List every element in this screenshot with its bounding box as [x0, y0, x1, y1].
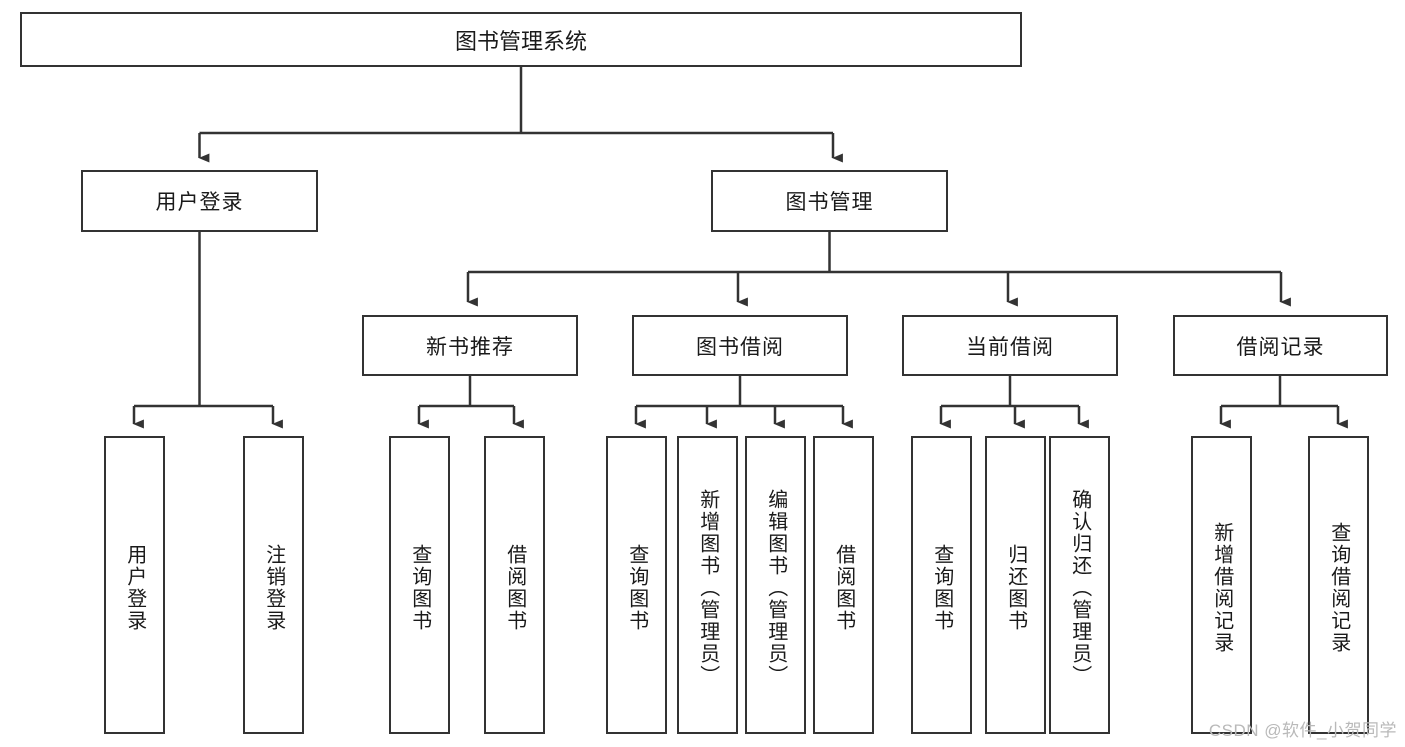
node-leaf-query-book-3-label: 查询图书 [930, 544, 953, 632]
node-leaf-edit-book-label: 编辑图书（管理员） [764, 489, 787, 687]
node-leaf-confirm-return[interactable]: 确认归还（管理员） [1049, 436, 1110, 734]
node-leaf-add-record-label: 新增借阅记录 [1210, 522, 1233, 654]
node-leaf-borrow-book-1[interactable]: 借阅图书 [484, 436, 545, 734]
node-leaf-edit-book[interactable]: 编辑图书（管理员） [745, 436, 806, 734]
node-leaf-query-record-label: 查询借阅记录 [1327, 522, 1350, 654]
node-leaf-borrow-book-2-label: 借阅图书 [832, 544, 855, 632]
node-current-borrow[interactable]: 当前借阅 [902, 315, 1118, 376]
node-root-label: 图书管理系统 [454, 28, 587, 54]
node-leaf-confirm-return-label: 确认归还（管理员） [1068, 489, 1091, 687]
node-leaf-borrow-book-2[interactable]: 借阅图书 [813, 436, 874, 734]
node-user-login[interactable]: 用户登录 [81, 170, 318, 232]
node-leaf-borrow-book-1-label: 借阅图书 [503, 544, 526, 632]
node-leaf-user-login-label: 用户登录 [123, 544, 146, 632]
node-book-borrow-label: 图书借阅 [696, 335, 784, 359]
node-leaf-query-record[interactable]: 查询借阅记录 [1308, 436, 1369, 734]
node-user-login-label: 用户登录 [155, 191, 244, 214]
node-book-borrow[interactable]: 图书借阅 [632, 315, 848, 376]
node-leaf-add-book-label: 新增图书（管理员） [696, 489, 719, 687]
node-new-book-rec-label: 新书推荐 [426, 335, 514, 359]
node-leaf-query-book-2[interactable]: 查询图书 [606, 436, 667, 734]
node-leaf-add-record[interactable]: 新增借阅记录 [1191, 436, 1252, 734]
node-root[interactable]: 图书管理系统 [20, 12, 1022, 67]
node-leaf-user-logout[interactable]: 注销登录 [243, 436, 304, 734]
node-leaf-query-book-2-label: 查询图书 [625, 544, 648, 632]
node-book-manage-label: 图书管理 [785, 191, 874, 214]
node-leaf-return-book[interactable]: 归还图书 [985, 436, 1046, 734]
node-leaf-query-book-1[interactable]: 查询图书 [389, 436, 450, 734]
node-borrow-record-label: 借阅记录 [1236, 335, 1325, 359]
node-leaf-query-book-1-label: 查询图书 [408, 544, 431, 632]
node-leaf-user-login[interactable]: 用户登录 [104, 436, 165, 734]
node-leaf-add-book[interactable]: 新增图书（管理员） [677, 436, 738, 734]
node-borrow-record[interactable]: 借阅记录 [1173, 315, 1388, 376]
node-leaf-return-book-label: 归还图书 [1004, 544, 1027, 632]
node-current-borrow-label: 当前借阅 [966, 335, 1054, 359]
node-leaf-query-book-3[interactable]: 查询图书 [911, 436, 972, 734]
node-new-book-rec[interactable]: 新书推荐 [362, 315, 578, 376]
node-leaf-user-logout-label: 注销登录 [262, 544, 285, 632]
node-book-manage[interactable]: 图书管理 [711, 170, 948, 232]
